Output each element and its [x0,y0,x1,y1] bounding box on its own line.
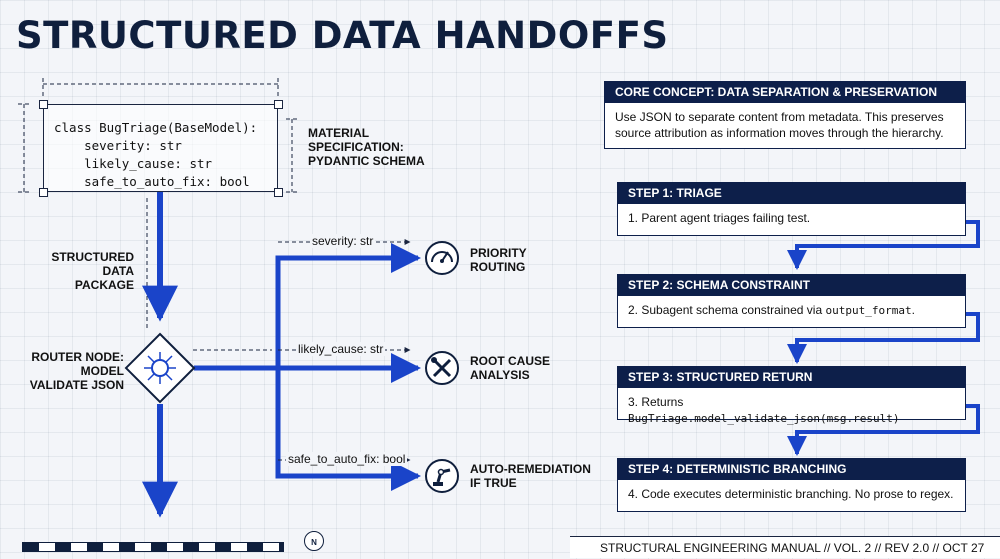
compass-icon: N [304,531,324,551]
material-spec-label: MATERIAL SPECIFICATION: PYDANTIC SCHEMA [308,126,425,168]
step-text: 2. Subagent schema constrained via [628,303,826,317]
code-line: safe_to_auto_fix: bool [54,174,250,189]
flow-branches [194,243,421,491]
gauge-icon [425,241,459,275]
core-concept-text: Use JSON to separate content from metada… [615,110,944,140]
resize-handle[interactable] [274,100,283,109]
step-connectors [787,220,980,456]
resize-handle[interactable] [39,188,48,197]
step-heading: STEP 4: DETERMINISTIC BRANCHING [618,459,965,480]
pydantic-schema-box: class BugTriage(BaseModel): severity: st… [43,104,278,192]
core-concept-panel: CORE CONCEPT: DATA SEPARATION & PRESERVA… [604,81,966,149]
field-label-likely-cause: likely_cause: str [296,342,386,356]
router-node-label: ROUTER NODE: MODEL VALIDATE JSON [29,350,124,392]
step-text: 1. Parent agent triages failing test. [628,211,811,225]
core-concept-heading: CORE CONCEPT: DATA SEPARATION & PRESERVA… [605,82,965,103]
step-text-tail: . [911,303,915,317]
target-root-cause-analysis: ROOT CAUSE ANALYSIS [470,354,551,382]
step-text: 4. Code executes deterministic branching… [628,487,954,501]
data-package-label: STRUCTURED DATA PACKAGE [51,250,134,292]
step-panel-1: STEP 1: TRIAGE 1. Parent agent triages f… [617,182,966,236]
wrench-screwdriver-icon [425,351,459,385]
scale-bar [22,542,284,552]
step-heading: STEP 2: SCHEMA CONSTRAINT [618,275,965,296]
step-code: BugTriage.model_validate_json(msg.result… [628,412,900,425]
step-text: 3. Returns [628,395,684,409]
field-label-safe-to-auto-fix: safe_to_auto_fix: bool [286,452,408,466]
dimension-lines [18,78,298,351]
step-panel-3: STEP 3: STRUCTURED RETURN 3. Returns Bug… [617,366,966,425]
resize-handle[interactable] [39,100,48,109]
field-label-severity: severity: str [310,234,376,248]
target-priority-routing: PRIORITY ROUTING [470,246,527,274]
code-line: class BugTriage(BaseModel): [54,120,258,135]
robot-arm-icon [425,459,459,493]
router-diamond [124,332,196,404]
code-line: likely_cause: str [54,156,213,171]
page-title: STRUCTURED DATA HANDOFFS [16,14,669,57]
step-panel-2: STEP 2: SCHEMA CONSTRAINT 2. Subagent sc… [617,274,966,328]
target-auto-remediation: AUTO-REMEDIATION IF TRUE [470,462,591,490]
resize-handle[interactable] [274,188,283,197]
step-heading: STEP 3: STRUCTURED RETURN [618,367,965,388]
step-code: output_format [825,304,912,317]
step-panel-4: STEP 4: DETERMINISTIC BRANCHING 4. Code … [617,458,966,512]
code-line: severity: str [54,138,182,153]
footer-caption: STRUCTURAL ENGINEERING MANUAL // VOL. 2 … [570,536,1000,558]
step-heading: STEP 1: TRIAGE [618,183,965,204]
